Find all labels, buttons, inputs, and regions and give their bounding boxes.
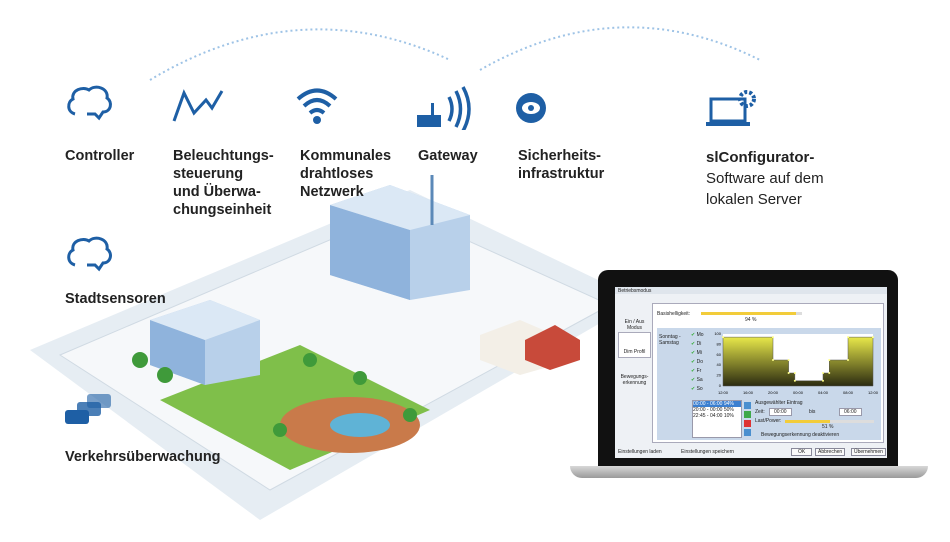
x-tick-label: 12:00 <box>868 390 879 395</box>
feature-gateway: Gateway <box>418 148 478 164</box>
cancel-button[interactable]: Abbrechen <box>815 448 846 456</box>
y-tick-label: 60 <box>717 352 722 357</box>
apply-button[interactable]: Übernehmen <box>851 448 886 456</box>
x-tick-label: 00:00 <box>793 390 804 395</box>
day-checkbox[interactable]: ✔ Mo <box>691 332 704 338</box>
feature-traffic: Verkehrsüberwachung <box>65 449 221 465</box>
add-entry-button[interactable] <box>744 411 751 418</box>
wifi-icon <box>296 88 338 124</box>
brain-icon <box>67 85 112 121</box>
y-tick-label: 0 <box>719 383 722 388</box>
city-illustration <box>30 175 640 520</box>
power-value: 51 % <box>822 424 834 430</box>
entry-item[interactable]: 00:00 - 06:00 94% <box>693 401 741 407</box>
y-tick-label: 100 <box>714 331 721 336</box>
chart-point <box>772 336 774 339</box>
chart-point <box>793 372 796 374</box>
line-graph-icon <box>172 89 224 122</box>
tab-motion[interactable]: Bewegungs-erkennung <box>620 374 649 386</box>
to-label: bis <box>809 409 816 415</box>
eye-icon <box>516 93 546 123</box>
y-tick-label: 80 <box>717 341 722 346</box>
chart-point <box>822 372 824 374</box>
feature-controller: Controller <box>65 148 135 164</box>
ok-button[interactable]: OK <box>791 448 813 456</box>
move-up-button[interactable] <box>744 402 751 409</box>
days-tab[interactable]: Sonntag - Samstag <box>659 334 681 346</box>
chart-point <box>787 359 790 361</box>
chart-point <box>793 379 796 382</box>
day-checkbox[interactable]: ✔ Di <box>691 341 702 347</box>
feature-sensors: Stadtsensoren <box>65 291 166 307</box>
chart-point <box>822 379 824 382</box>
feature-security: Sicherheits-infrastruktur <box>518 148 605 182</box>
base-label: Basishelligkeit: <box>657 311 691 317</box>
save-settings-button[interactable]: Einstellungen speichern <box>681 449 735 455</box>
app-window: Betriebsmodus Ein / Aus Modus Dim Profil… <box>615 287 887 458</box>
chart-point <box>828 372 831 374</box>
x-tick-label: 08:00 <box>843 390 854 395</box>
chart-point <box>722 336 724 339</box>
chart-point <box>828 359 831 361</box>
time-label: Zeit: <box>755 409 765 415</box>
from-input[interactable]: 00:00 <box>769 408 792 416</box>
tab-on-off[interactable]: Ein / Aus Modus <box>624 319 645 331</box>
load-settings-button[interactable]: Einstellungen laden <box>618 449 662 455</box>
day-checkbox[interactable]: ✔ So <box>691 386 703 392</box>
base-slider[interactable] <box>701 312 802 315</box>
entry-item[interactable]: 20:00 - 00:00 50% <box>693 407 734 413</box>
x-tick-label: 04:00 <box>818 390 829 395</box>
move-down-button[interactable] <box>744 429 751 436</box>
base-value: 94 % <box>745 317 757 323</box>
brain-icon <box>67 236 112 272</box>
day-checkbox[interactable]: ✔ Fr <box>691 368 702 374</box>
dim-chart[interactable]: 0 20 40 60 80 100 12:00 16:00 20:00 00:00 04:00 08:… <box>707 330 879 398</box>
day-checkbox[interactable]: ✔ Sa <box>691 377 703 383</box>
delete-entry-button[interactable] <box>744 420 751 427</box>
chart-point <box>847 359 849 361</box>
chart-point <box>872 336 874 339</box>
chart-point <box>772 359 774 361</box>
gateway-icon <box>417 86 471 130</box>
x-tick-label: 16:00 <box>743 390 754 395</box>
power-slider[interactable] <box>785 420 874 423</box>
x-tick-label: 20:00 <box>768 390 779 395</box>
chart-point <box>847 336 849 339</box>
laptop-base <box>570 466 928 478</box>
cars-icon <box>65 394 111 424</box>
y-tick-label: 40 <box>717 362 722 367</box>
day-checkbox[interactable]: ✔ Do <box>691 359 703 365</box>
x-tick-label: 12:00 <box>718 390 729 395</box>
laptop-gear-icon <box>706 90 756 126</box>
entry-item[interactable]: 22:45 - 04:00 10% <box>693 413 734 419</box>
y-tick-label: 20 <box>717 373 722 378</box>
to-input[interactable]: 06:00 <box>839 408 862 416</box>
selected-label: Ausgewählter Eintrag <box>755 400 803 406</box>
power-label: Last/Power: <box>755 418 782 424</box>
side-tabs: Ein / Aus Modus Dim Profil Bewegungs-erk… <box>618 302 651 388</box>
tab-dim-profile[interactable]: Dim Profil <box>618 332 651 358</box>
motion-disable-checkbox[interactable]: Bewegungserkennung deaktivieren <box>761 432 840 438</box>
chart-point <box>787 372 790 374</box>
day-checkbox[interactable]: ✔ Mi <box>691 350 702 356</box>
window-title: Betriebsmodus <box>615 287 887 294</box>
entry-list: 00:00 - 06:00 94%20:00 - 00:00 50%22:45 … <box>692 400 742 438</box>
